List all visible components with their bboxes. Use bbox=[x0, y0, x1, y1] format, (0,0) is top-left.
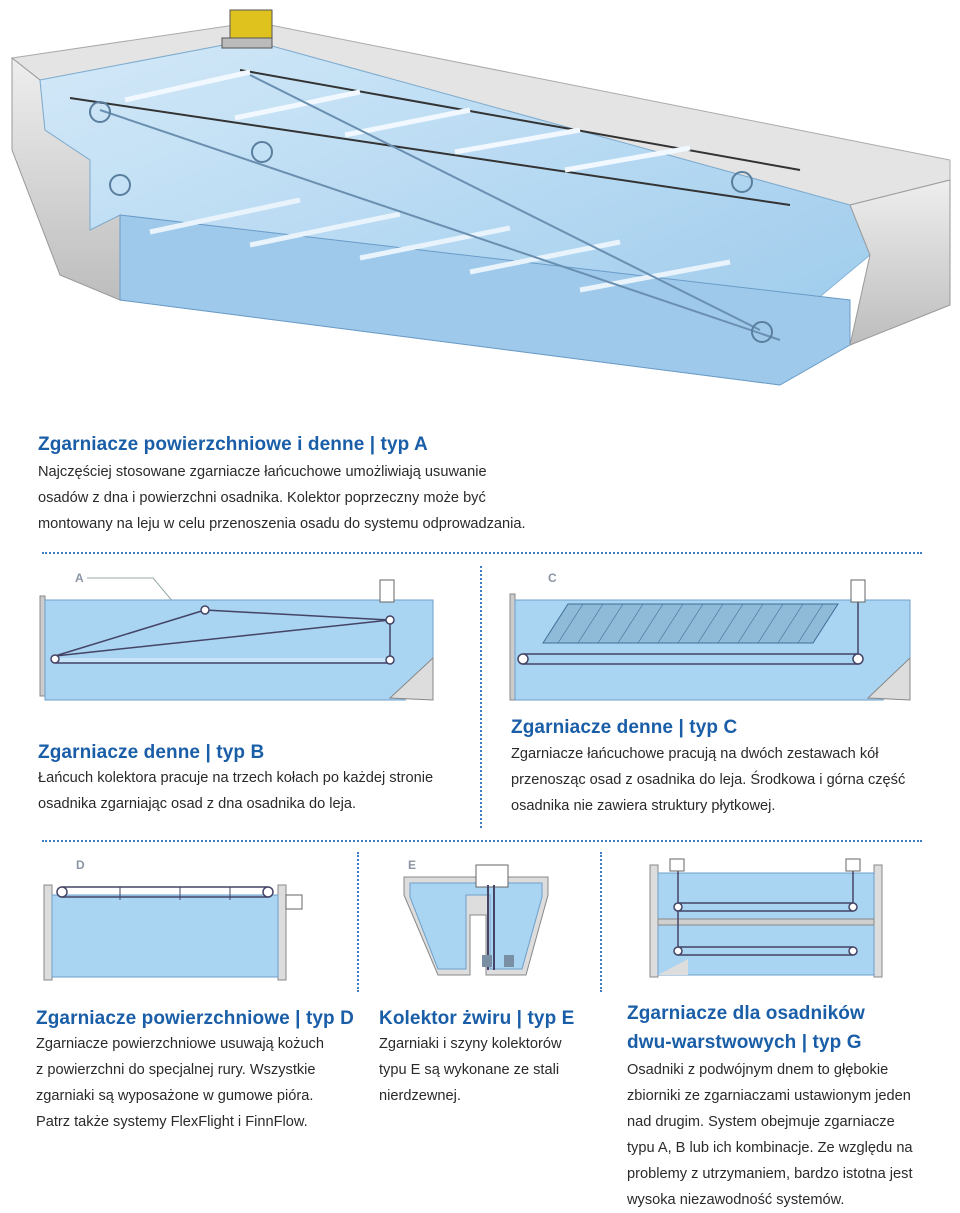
type-a-description: Najczęściej stosowane zgarniacze łańcuch… bbox=[38, 459, 718, 537]
dotted-divider-d-e bbox=[357, 852, 359, 992]
diagram-type-e: E bbox=[403, 858, 549, 976]
hero-tank-illustration bbox=[10, 9, 951, 386]
type-g-line: nad drugim. System obejmuje zgarniacze bbox=[627, 1114, 895, 1130]
type-g-description: Osadniki z podwójnym dnem to głębokie zb… bbox=[627, 1057, 947, 1213]
type-b-description: Łańcuch kolektora pracuje na trzech koła… bbox=[38, 765, 468, 817]
type-g-line: zbiorniki ze zgarniaczami ustawionym jed… bbox=[627, 1088, 911, 1104]
diagram-label-d: D bbox=[76, 858, 85, 872]
type-a-line: montowany na leju w celu przenoszenia os… bbox=[38, 516, 526, 532]
type-e-description: Zgarniaki i szyny kolektorów typu E są w… bbox=[379, 1031, 599, 1109]
type-b-line: osadnika zgarniając osad z dna osadnika … bbox=[38, 796, 357, 812]
diagram-type-g bbox=[649, 858, 883, 978]
diagram-label-a: A bbox=[75, 571, 84, 585]
dotted-divider-top bbox=[42, 552, 922, 554]
type-d-line: Zgarniacze powierzchniowe usuwają kożuch bbox=[36, 1036, 324, 1052]
dotted-divider-middle bbox=[480, 566, 482, 828]
type-g-title-line-2: dwu-warstwowych | typ G bbox=[627, 1032, 862, 1053]
type-d-title: Zgarniacze powierzchniowe | typ D bbox=[36, 1008, 354, 1029]
type-g-line: Osadniki z podwójnym dnem to głębokie bbox=[627, 1062, 889, 1078]
type-d-line: zgarniaki są wyposażone w gumowe pióra. bbox=[36, 1088, 314, 1104]
type-c-line: Zgarniacze łańcuchowe pracują na dwóch z… bbox=[511, 746, 879, 762]
diagram-label-e: E bbox=[408, 858, 416, 872]
type-e-line: Zgarniaki i szyny kolektorów bbox=[379, 1036, 562, 1052]
type-e-line: typu E są wykonane ze stali bbox=[379, 1062, 560, 1078]
type-a-title: Zgarniacze powierzchniowe i denne | typ … bbox=[38, 434, 428, 455]
diagram-type-d: D bbox=[43, 858, 303, 981]
dotted-divider-e-g bbox=[600, 852, 602, 992]
type-e-line: nierdzewnej. bbox=[379, 1088, 461, 1104]
diagram-label-c: C bbox=[548, 571, 557, 585]
type-g-line: wysoka niezawodność systemów. bbox=[627, 1192, 845, 1208]
type-c-title: Zgarniacze denne | typ C bbox=[511, 717, 738, 738]
diagram-type-c: C bbox=[509, 571, 911, 701]
type-e-title: Kolektor żwiru | typ E bbox=[379, 1008, 575, 1029]
type-b-title: Zgarniacze denne | typ B bbox=[38, 742, 265, 763]
type-b-line: Łańcuch kolektora pracuje na trzech koła… bbox=[38, 770, 434, 786]
diagram-type-b: A B bbox=[39, 571, 434, 701]
type-d-line: Patrz także systemy FlexFlight i FinnFlo… bbox=[36, 1114, 308, 1130]
type-d-description: Zgarniacze powierzchniowe usuwają kożuch… bbox=[36, 1031, 356, 1135]
type-c-line: osadnika nie zawiera struktury płytkowej… bbox=[511, 798, 776, 814]
type-g-title-line-1: Zgarniacze dla osadników bbox=[627, 1003, 865, 1024]
type-a-line: Najczęściej stosowane zgarniacze łańcuch… bbox=[38, 464, 487, 480]
type-g-line: problemy z utrzymaniem, bardzo istotna j… bbox=[627, 1166, 913, 1182]
type-a-line: osadów z dna i powierzchni osadnika. Kol… bbox=[38, 490, 486, 506]
type-d-line: z powierzchni do specjalnej rury. Wszyst… bbox=[36, 1062, 316, 1078]
type-g-line: typu A, B lub ich kombinacje. Ze względu… bbox=[627, 1140, 913, 1156]
type-c-description: Zgarniacze łańcuchowe pracują na dwóch z… bbox=[511, 741, 941, 819]
type-c-line: przenosząc osad z osadnika do leja. Środ… bbox=[511, 772, 906, 788]
dotted-divider-bottom bbox=[42, 840, 922, 842]
